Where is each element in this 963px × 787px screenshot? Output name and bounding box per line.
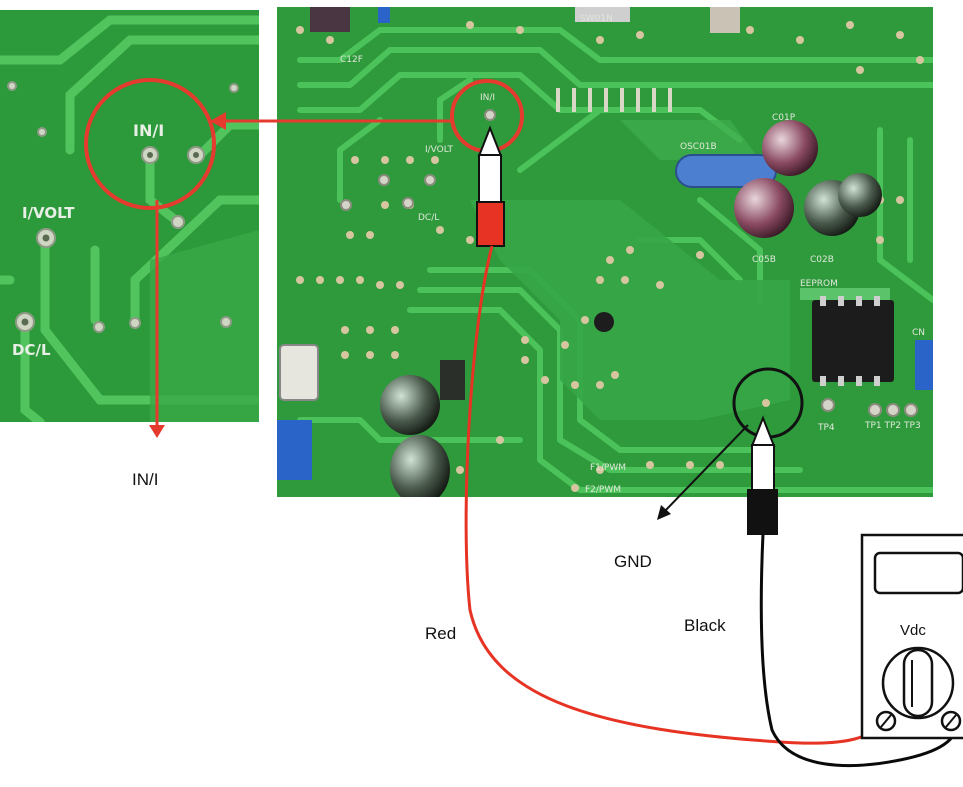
in-i-label: IN/I (132, 470, 158, 490)
svg-text:F2/PWM: F2/PWM (585, 485, 621, 495)
svg-text:F1/PWM: F1/PWM (590, 463, 626, 473)
inset-volt-label: I/VOLT (22, 204, 75, 222)
eeprom-chip (800, 288, 894, 386)
svg-text:IN/I: IN/I (480, 93, 495, 103)
svg-text:SW01N: SW01N (580, 14, 613, 24)
meter-display (875, 553, 963, 593)
svg-text:TP4: TP4 (817, 423, 835, 433)
svg-text:I/VOLT: I/VOLT (425, 145, 454, 155)
trim-pot (277, 420, 312, 480)
red-lead-label: Red (425, 624, 456, 644)
zoom-inset-photo: IN/I I/VOLT DC/L (0, 10, 259, 422)
board-photo: SW01N C12F OSC01B C01P C05B C02B EEPROM … (277, 7, 933, 505)
inset-dca-label: DC/L (12, 341, 51, 359)
svg-text:C02B: C02B (810, 255, 834, 265)
inset-in-label: IN/I (133, 121, 164, 140)
svg-text:OSC01B: OSC01B (680, 142, 717, 152)
svg-text:C01P: C01P (772, 113, 796, 123)
svg-text:EEPROM: EEPROM (800, 279, 838, 289)
svg-text:C05B: C05B (752, 255, 776, 265)
svg-text:CN: CN (912, 328, 925, 338)
meter-mode-label: Vdc (900, 622, 926, 639)
in-i-arrowhead (149, 425, 165, 438)
svg-text:DC/L: DC/L (418, 213, 439, 223)
svg-text:TP1 TP2 TP3: TP1 TP2 TP3 (864, 421, 921, 431)
svg-text:C12F: C12F (340, 55, 363, 65)
gnd-label: GND (614, 552, 652, 572)
black-lead-label: Black (684, 616, 726, 636)
